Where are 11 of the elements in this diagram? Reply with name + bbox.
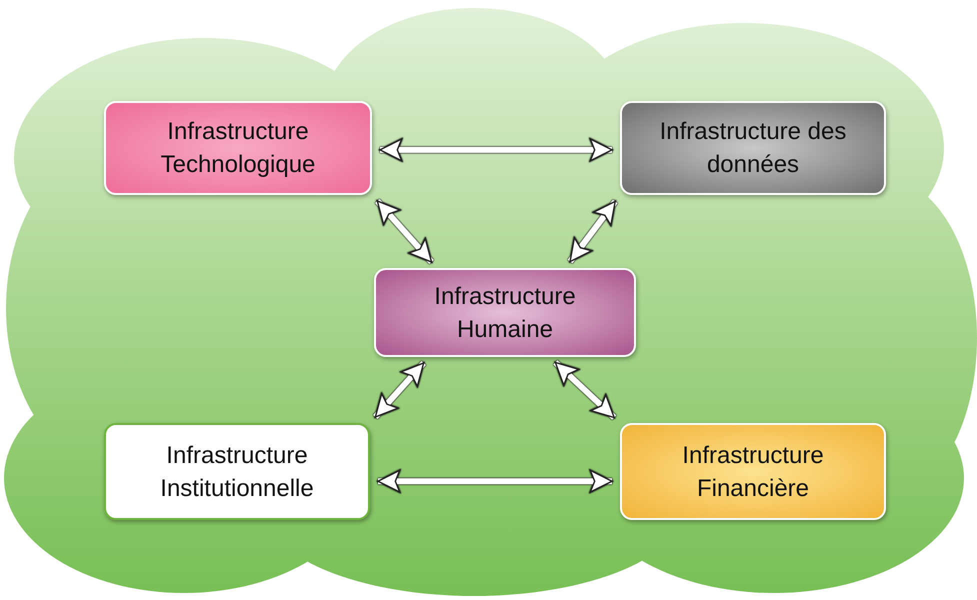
double-arrow	[553, 360, 616, 420]
double-arrow	[373, 360, 426, 420]
double-arrow	[377, 470, 613, 493]
process-box: Infrastructure des données	[620, 101, 886, 195]
double-arrow	[375, 198, 434, 264]
double-arrow	[379, 138, 613, 162]
process-box: Infrastructure Humaine	[374, 268, 636, 357]
double-arrow	[568, 200, 618, 264]
process-box: Infrastructure Financière	[620, 423, 886, 520]
process-box: Infrastructure Technologique	[104, 101, 372, 195]
process-box: Infrastructure Institutionnelle	[104, 423, 370, 520]
